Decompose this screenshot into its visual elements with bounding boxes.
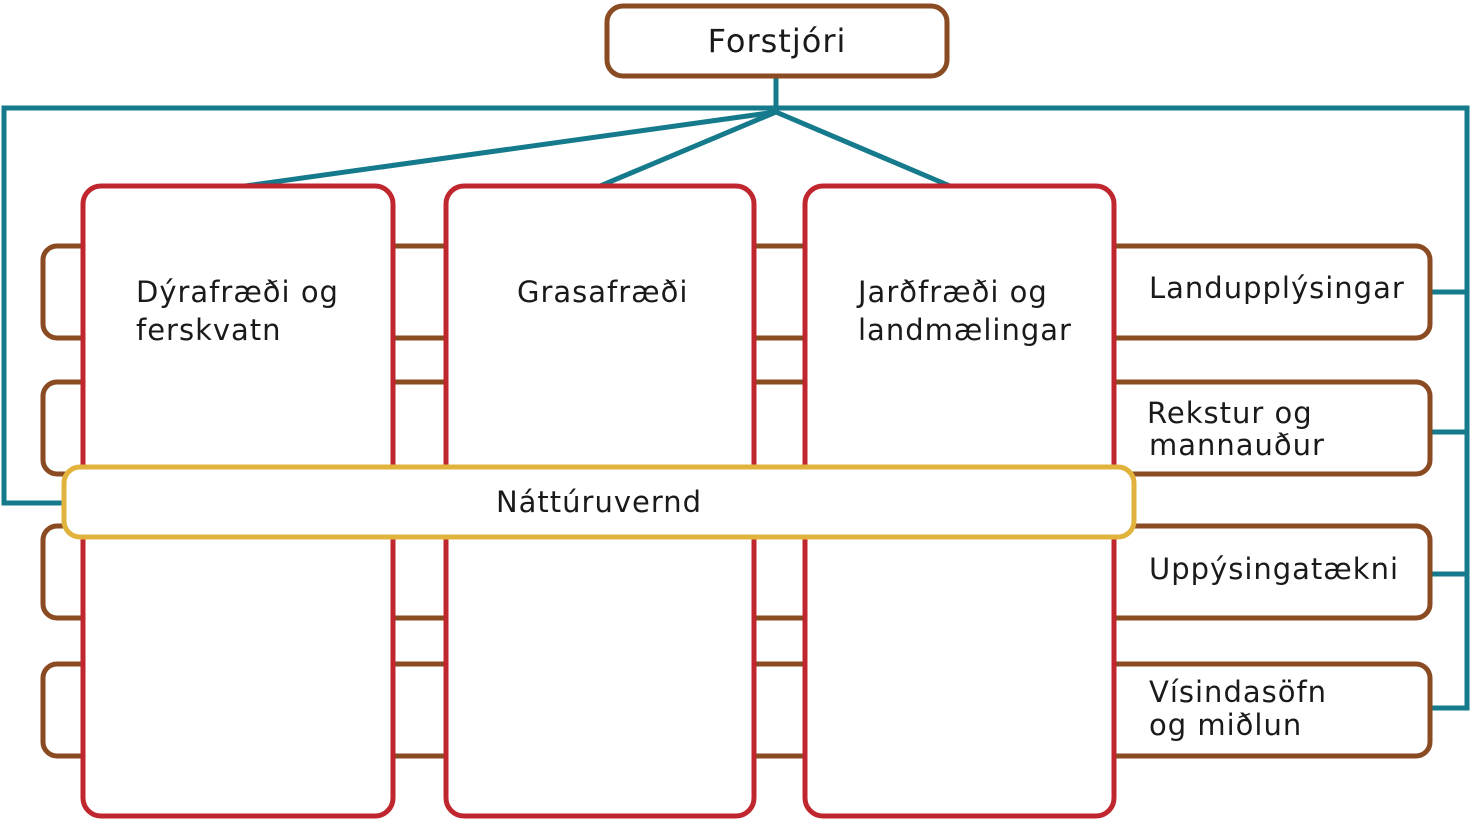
department-3-label-line-1: Jarðfræði og: [856, 275, 1048, 309]
director-box: [604, 3, 950, 79]
support-4-label-line-2: og miðlun: [1149, 708, 1302, 742]
support-3-label-line-1: Uppýsingatækni: [1149, 552, 1399, 586]
connector-left-loop: [1, 105, 776, 506]
support-2-label-line-2: mannauður: [1149, 428, 1325, 462]
connector-to-department-3: [775, 109, 951, 189]
connector-to-department-1: [244, 109, 777, 189]
department-2-label-line-1: Grasafræði: [517, 275, 688, 309]
department-1-label-line-1: Dýrafræði og: [136, 275, 339, 309]
connector-right-loop: [776, 105, 1470, 711]
connector-lines: [1, 76, 1470, 711]
support-1-label-line-1: Landupplýsingar: [1149, 271, 1405, 305]
department-1-label-line-2: ferskvatn: [136, 313, 282, 347]
director-label: Forstjóri: [708, 22, 847, 60]
support-4-label-line-1: Vísindasöfn: [1149, 675, 1327, 709]
department-3-label-line-2: landmælingar: [858, 313, 1072, 347]
crosscutting-box: [61, 464, 1137, 540]
connector-to-department-2: [599, 109, 777, 189]
support-2-label-line-1: Rekstur og: [1147, 396, 1313, 430]
crosscutting-label: Náttúruvernd: [496, 485, 702, 519]
